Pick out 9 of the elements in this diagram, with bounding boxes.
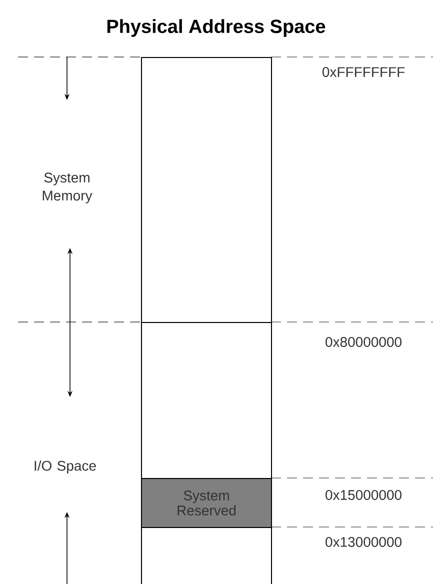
region-label: System Memory (42, 172, 92, 204)
region-label: I/O Space (34, 460, 96, 474)
address-label: 0x13000000 (326, 537, 402, 547)
reserved-region: System Reserved (141, 478, 272, 528)
address-label: 0xFFFFFFFF (322, 67, 405, 77)
title: Physical Address Space (107, 19, 326, 37)
memory-region (141, 57, 272, 323)
address-label: 0x80000000 (326, 337, 402, 347)
address-label: 0x15000000 (326, 490, 402, 500)
